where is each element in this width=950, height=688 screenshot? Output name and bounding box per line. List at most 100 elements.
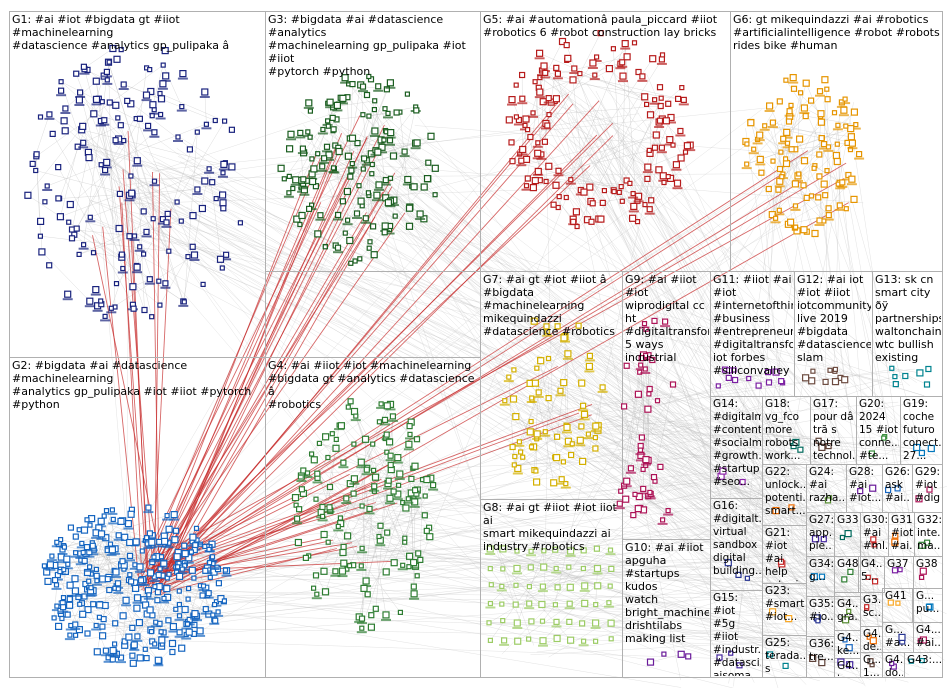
node-g7 <box>544 329 550 335</box>
node-label-bar-g1 <box>201 127 212 130</box>
node-label-bar-g5 <box>532 145 543 148</box>
node-g2 <box>146 606 154 614</box>
node-g9 <box>651 317 658 324</box>
node-label-bar-g9 <box>635 368 646 371</box>
node-g7 <box>599 384 606 391</box>
node-label-bar-g4 <box>428 488 439 491</box>
node-g2 <box>158 554 165 560</box>
node-label-bar-g2 <box>91 628 102 631</box>
edge <box>182 595 924 650</box>
edge <box>96 81 120 229</box>
node-g1 <box>113 281 120 287</box>
edge <box>143 161 797 580</box>
group-label-g25: G25: terada... s work... <box>765 637 805 675</box>
node-g5 <box>589 200 596 207</box>
node-label-bar-g3 <box>361 163 372 166</box>
node-g3 <box>305 129 311 135</box>
node-label-bar-g4 <box>312 481 323 484</box>
node-g2 <box>99 623 106 630</box>
node-g5 <box>588 218 595 225</box>
node-label-bar-g5 <box>618 80 628 83</box>
node-label-bar-g6 <box>832 128 843 131</box>
group-box-layer <box>9 11 943 678</box>
node-g19 <box>918 449 926 457</box>
node-g6 <box>756 155 764 163</box>
node-g8 <box>499 583 505 590</box>
node-g6 <box>779 174 785 180</box>
node-g7 <box>585 431 592 437</box>
node-label-bar-g2 <box>70 594 81 597</box>
node-label-bar-g3 <box>283 195 294 198</box>
node-label-bar-g1 <box>42 189 53 191</box>
node-g2 <box>81 557 88 565</box>
node-label-bar-g7 <box>556 482 567 485</box>
edge <box>517 585 598 642</box>
node-g48 <box>841 576 848 583</box>
node-g6 <box>791 180 800 188</box>
node-g1 <box>174 199 180 205</box>
edge <box>60 81 123 269</box>
node-g7 <box>557 387 564 394</box>
node-g2 <box>207 574 213 581</box>
node-label-bar-g5 <box>664 143 675 146</box>
node-g3 <box>348 260 354 266</box>
edge <box>609 352 864 544</box>
node-g7 <box>560 459 567 465</box>
node-g5 <box>646 147 652 153</box>
edge-strong <box>92 235 164 572</box>
node-label-bar-g1 <box>141 99 152 102</box>
node-g7 <box>543 323 550 330</box>
node-g5 <box>627 180 633 186</box>
node-g2 <box>110 516 116 523</box>
edge <box>36 64 164 157</box>
node-label-bar-g4 <box>349 482 360 485</box>
edge <box>152 110 341 173</box>
node-g9 <box>618 488 624 494</box>
node-g3 <box>365 190 371 196</box>
node-g6 <box>800 226 808 234</box>
node-label-bar-g7 <box>512 472 523 475</box>
node-g4 <box>430 482 437 489</box>
node-label-bar-g2 <box>106 553 117 556</box>
node-g12 <box>801 374 810 382</box>
edge <box>678 470 910 633</box>
edge <box>133 627 853 640</box>
node-g1 <box>163 219 170 226</box>
node-g3 <box>322 244 328 250</box>
edge <box>530 391 687 415</box>
node-g13 <box>923 381 931 388</box>
node-g9 <box>646 391 652 397</box>
node-g7 <box>567 451 575 459</box>
node-g2 <box>71 575 79 583</box>
node-label-bar-g8 <box>485 606 496 609</box>
node-g2 <box>115 586 121 592</box>
node-g3 <box>335 211 342 219</box>
node-g1 <box>55 195 62 202</box>
group-box-g48 <box>834 556 861 593</box>
edge <box>144 202 823 593</box>
group-box-g53 <box>882 622 914 653</box>
node-label-bar-g5 <box>521 188 532 191</box>
node-g1 <box>38 248 46 256</box>
node-g1 <box>212 117 218 124</box>
node-g8 <box>580 638 587 644</box>
node-g11 <box>765 379 773 386</box>
node-g9 <box>669 381 677 388</box>
edge <box>86 227 887 654</box>
edge <box>604 369 856 548</box>
node-label-bar-g1 <box>221 258 232 261</box>
node-g7 <box>516 439 523 445</box>
node-label-bar-g2 <box>200 612 211 615</box>
node-g4 <box>347 398 354 405</box>
node-g2 <box>94 578 100 584</box>
node-g5 <box>541 138 549 145</box>
group-label-g34: G34: g... <box>809 558 833 583</box>
node-label-bar-g2 <box>91 536 102 539</box>
node-g2 <box>66 595 73 603</box>
node-g2 <box>152 641 158 647</box>
node-label-bar-g6 <box>837 185 848 188</box>
node-label-bar-g8 <box>524 607 535 610</box>
node-g1 <box>166 248 172 254</box>
node-g4 <box>394 454 402 462</box>
node-g2 <box>161 595 167 602</box>
